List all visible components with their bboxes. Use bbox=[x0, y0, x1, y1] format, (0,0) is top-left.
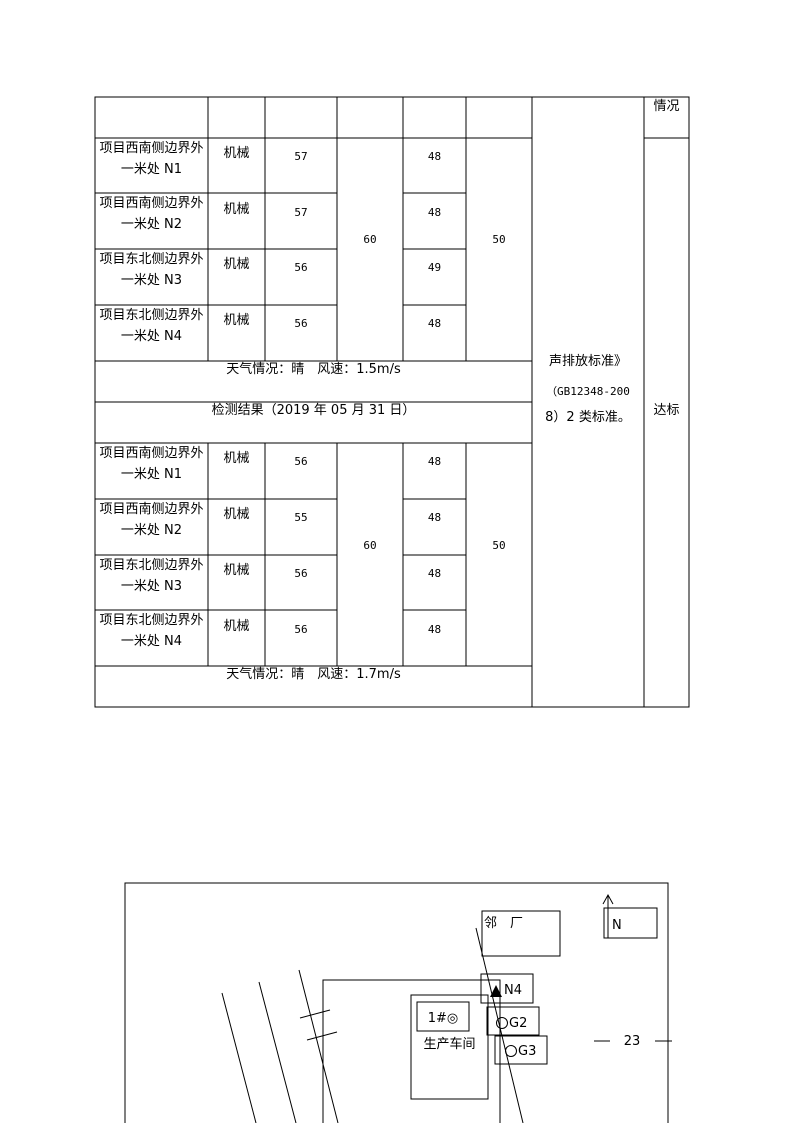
group2-location-n3: 项目东北侧边界外一米处 N3 bbox=[99, 558, 204, 594]
group1-day-n2: 57 bbox=[294, 206, 308, 219]
workshop-box bbox=[410, 994, 489, 1100]
plant-boundary bbox=[322, 979, 501, 1123]
group2-day-limit: 60 bbox=[363, 539, 377, 552]
group1-day-n4: 56 bbox=[294, 317, 308, 330]
group1-location-n3: 项目东北侧边界外一米处 N3 bbox=[99, 252, 204, 288]
group1-location-n1: 项目西南侧边界外一米处 N1 bbox=[99, 141, 204, 177]
north-box bbox=[603, 907, 658, 939]
group1-weather: 天气情况：晴 风速：1.5m/s bbox=[226, 362, 401, 377]
group1-source-n2: 机械 bbox=[223, 202, 250, 217]
page-number: 23 bbox=[623, 1034, 641, 1049]
g2-label: G2 bbox=[509, 1016, 528, 1031]
g2-circle-icon bbox=[496, 1017, 508, 1029]
noise-point-triangle-icon bbox=[490, 985, 502, 997]
group2-night-limit: 50 bbox=[492, 539, 506, 552]
group2-source-n3: 机械 bbox=[223, 563, 250, 578]
road-line-3 bbox=[298, 969, 339, 1123]
group2-day-n1: 56 bbox=[294, 455, 308, 468]
group2-night-n1: 48 bbox=[427, 455, 442, 468]
group2-location-n4: 项目东北侧边界外一米处 N4 bbox=[99, 613, 204, 649]
group1-location-n4: 项目东北侧边界外一米处 N4 bbox=[99, 308, 204, 344]
group1-day-n1: 57 bbox=[294, 150, 308, 163]
group1-night-n3: 49 bbox=[427, 261, 442, 274]
north-label: N bbox=[612, 918, 622, 933]
group1-source-n3: 机械 bbox=[223, 257, 250, 272]
group2-source-n1: 机械 bbox=[223, 451, 250, 466]
g3-label: G3 bbox=[518, 1044, 537, 1059]
group2-day-n3: 56 bbox=[294, 567, 308, 580]
road-tick-1 bbox=[299, 1009, 331, 1019]
group1-source-n1: 机械 bbox=[223, 146, 250, 161]
group2-day-n2: 55 bbox=[294, 511, 308, 524]
compliance-status: 达标 bbox=[653, 403, 680, 418]
group2-location-n2: 项目西南侧边界外一米处 N2 bbox=[99, 502, 204, 538]
result-heading: 检测结果（2019 年 05 月 31 日） bbox=[211, 403, 416, 418]
standard-line-1: 声排放标准》 bbox=[548, 354, 627, 369]
road-line-1 bbox=[221, 992, 257, 1123]
standard-line-2: （GB12348-200 bbox=[546, 385, 630, 398]
group2-night-n4: 48 bbox=[427, 623, 442, 636]
g3-box bbox=[494, 1035, 548, 1065]
boundary-diagonal bbox=[475, 927, 524, 1123]
group2-day-n4: 56 bbox=[294, 623, 308, 636]
group1-source-n4: 机械 bbox=[223, 313, 250, 328]
standard-line-3: 8）2 类标准。 bbox=[545, 410, 631, 425]
group1-night-limit: 50 bbox=[492, 233, 506, 246]
group1-night-n2: 48 bbox=[427, 206, 442, 219]
group1-day-n3: 56 bbox=[294, 261, 308, 274]
group1-day-limit: 60 bbox=[363, 233, 377, 246]
map-frame bbox=[124, 882, 669, 1123]
n4-box bbox=[480, 973, 534, 1004]
header-status-column: 情况 bbox=[653, 99, 680, 114]
neighbor-factory-box bbox=[481, 910, 561, 957]
source-box bbox=[416, 1001, 470, 1032]
neighbor-factory-label: 邻 厂 bbox=[484, 916, 524, 931]
group2-source-n2: 机械 bbox=[223, 507, 250, 522]
group2-night-n2: 48 bbox=[427, 511, 442, 524]
group2-source-n4: 机械 bbox=[223, 619, 250, 634]
group2-location-n1: 项目西南侧边界外一米处 N1 bbox=[99, 446, 204, 482]
g3-circle-icon bbox=[505, 1045, 517, 1057]
g2-box bbox=[486, 1006, 540, 1036]
group1-location-n2: 项目西南侧边界外一米处 N2 bbox=[99, 196, 204, 232]
workshop-label: 生产车间 bbox=[423, 1037, 476, 1052]
n4-label: N4 bbox=[504, 983, 522, 998]
north-arrow-icon bbox=[602, 893, 614, 905]
group1-night-n4: 48 bbox=[427, 317, 442, 330]
group1-night-n1: 48 bbox=[427, 150, 442, 163]
road-line-2 bbox=[258, 981, 297, 1123]
source-label: 1#◎ bbox=[427, 1011, 459, 1026]
group2-night-n3: 48 bbox=[427, 567, 442, 580]
road-tick-2 bbox=[306, 1031, 338, 1041]
group2-weather: 天气情况：晴 风速：1.7m/s bbox=[226, 667, 401, 682]
